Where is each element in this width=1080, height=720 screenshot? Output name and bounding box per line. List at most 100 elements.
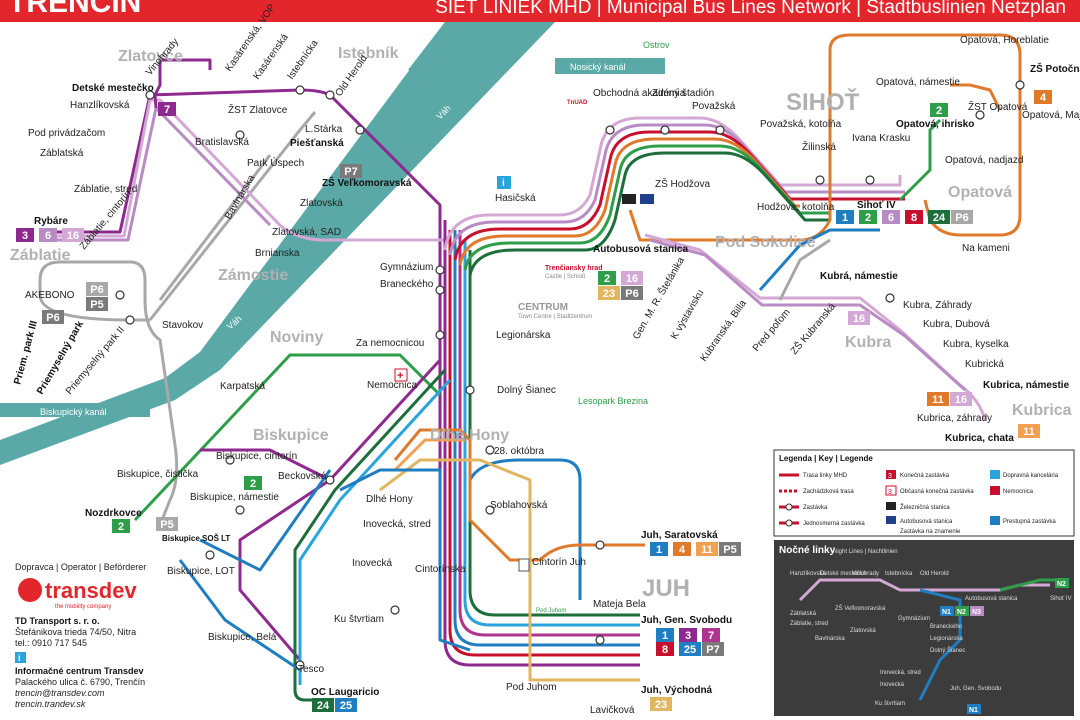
night-badge-n1-end: N1 [969, 707, 978, 714]
stop-brnianska: Brnianska [255, 248, 300, 259]
night-l-11: Braneckého [930, 624, 963, 630]
stop-kubranska-billa: Kubranská, Billa [698, 298, 749, 364]
legend-item-9: Zastávka na znamenie [900, 529, 961, 535]
line-badge-sos-0 [156, 517, 178, 531]
night-l-19: Sihoť IV [1050, 596, 1072, 602]
line-badge-label-saratovska-3: P5 [723, 544, 736, 556]
district-zlatovce: Zlatovce [118, 48, 183, 65]
line-badge-kubrica_chata-0 [1018, 424, 1040, 438]
line-badge-kubrica_nam-0 [927, 392, 949, 406]
line-badge-label-svobodu1-0: 1 [662, 630, 668, 642]
stop-zs-hodzova: ZŠ Hodžova [655, 177, 710, 190]
stop-juh-gen-svobodu: Juh, Gen. Svobodu [641, 615, 732, 626]
line-badge-label-vychodna-0: 23 [655, 699, 667, 711]
line-badge-label-priem-0: P6 [46, 312, 59, 324]
operator-company: TD Transport s. r. o. [15, 616, 100, 626]
transfer-icon [990, 516, 1000, 525]
night-title: Nočné linky [779, 545, 836, 556]
stop-kubrica-zahrady: Kubrica, záhrady [917, 413, 992, 424]
night-l-4: Old Herold [920, 571, 949, 577]
stop-biskupice-sos: Biskupice SOŠ LT [162, 534, 230, 543]
legend-item-12: Prestupná zastávka [1003, 519, 1056, 525]
stop-kubrica-chata: Kubrica, chata [945, 433, 1014, 444]
line-badge-label-kubrica_nam-0: 11 [932, 394, 944, 406]
transdev-logo-icon [18, 578, 42, 602]
line-badge-label-sihot_iv-0: 1 [842, 212, 848, 224]
line-badge-label-saratovska-2: 11 [701, 544, 713, 556]
line-badge-svobodu2-2 [702, 642, 724, 656]
label-tnuad: TnUAD [567, 100, 588, 106]
line-badge-zs_potocna-0 [1034, 90, 1052, 104]
line-badge-akebono-1 [86, 297, 108, 311]
line-badge-akebono-0 [86, 282, 108, 296]
lines-trunk [443, 220, 640, 667]
stop-kubra-kyselka: Kubra, kyselka [943, 339, 1009, 350]
stop-stavokov: Stavokov [162, 320, 203, 331]
stop-legionarska: Legionárska [496, 330, 551, 341]
line-badge-kubrica_nam-1 [950, 392, 972, 406]
line-badge-label-laugaricio-0: 24 [317, 700, 330, 712]
district-istebnik: Istebník [338, 45, 399, 62]
legend-item-1: Trasa linky MHD [803, 473, 848, 479]
stop-dolny-sianec: Dolný Šianec [497, 383, 556, 396]
district-biskupice: Biskupice [253, 427, 329, 444]
line-badge-label-rybare-0: 3 [22, 230, 28, 242]
stop-opatova-majak: Opatová, Maják [1022, 110, 1080, 121]
stop-opatova-nadjazd: Opatová, nadjazd [945, 155, 1023, 166]
info-icon [15, 652, 26, 663]
stop-biskupice-cisticka: Biskupice, čistička [117, 469, 199, 480]
line-badge-label-kubra-0: 16 [853, 313, 865, 325]
line-badge-sihot_iv-1 [859, 210, 877, 224]
lines-southwest [178, 358, 452, 702]
night-subtitle: Night Lines | Nachtlinien [833, 549, 898, 555]
line-badge-velko-0 [340, 164, 362, 178]
hospital-map-icon [394, 368, 408, 382]
legend-item-7: Železničná stanica [900, 503, 950, 511]
stop-pod-juhom: Pod Juhom [506, 682, 557, 693]
stop-biskupice-lot: Biskupice, LOT [167, 566, 235, 577]
cemetery-icon [518, 558, 530, 572]
line-badge-saratovska-1 [673, 542, 691, 556]
label-centrum: CENTRUM [518, 302, 568, 313]
district-sihot: SIHOŤ [786, 88, 860, 116]
stop-pod-privadzacom: Pod privádzačom [28, 128, 105, 139]
night-l-14: Inovecká, stred [880, 670, 921, 676]
stop-rybare: Rybáre [34, 216, 68, 227]
stop-zablatie-stred: Záblatie, stred [74, 184, 137, 195]
line-badge-label-zs_potocna-0: 4 [1040, 92, 1047, 104]
line-badge-label-sihot_iv-3: 8 [911, 212, 917, 224]
line-badge-sihot_iv-2 [882, 210, 900, 224]
stop-28-oktobra: 28. októbra [494, 446, 544, 457]
line-badge-label-biskupice_nam-0: 2 [250, 478, 256, 490]
night-badge-n2: N2 [957, 609, 966, 616]
stop-opatova-namestie: Opatová, námestie [876, 77, 960, 88]
line-badge-label-sos-0: P5 [160, 519, 173, 531]
district-dlhe-hony: Dlhé Hony [430, 427, 509, 444]
district-kubra: Kubra [845, 334, 891, 351]
line-2 [133, 118, 942, 522]
stop-k-vystavisku: K výstavisku [669, 288, 706, 342]
line-badge-sihot_iv-5 [951, 210, 973, 224]
line-badge-saratovska-3 [719, 542, 741, 556]
night-l-8: Zlatovská [850, 628, 876, 634]
network-title: SIEŤ LINIEK MHD | Municipal Bus Lines Ne… [435, 0, 1066, 18]
title-bar: TRENČÍN SIEŤ LINIEK MHD | Municipal Bus … [0, 0, 1080, 22]
district-zablatie: Záblatie [10, 247, 71, 264]
operator-heading: Dopravca | Operator | Beförderer [15, 562, 146, 572]
stop-inovecka-stred: Inovecká, stred [363, 519, 431, 530]
line-badge-sihot_iv-4 [928, 210, 950, 224]
stop-mateja-bela: Mateja Bela [593, 599, 646, 610]
line-badge-label-autobusova-0: 2 [604, 273, 610, 285]
stop-pred-polom: Pred poľom [751, 307, 793, 354]
night-badge-n2-end: N2 [1057, 581, 1066, 588]
stop-biskupice-namestie: Biskupice, námestie [190, 492, 279, 503]
label-biskupicky: Biskupický kanál [40, 407, 107, 417]
label-centrum-sub: Town Centre | Stadtzentrum [518, 314, 592, 320]
stop-oc-laugaricio: OC Laugaricio [311, 687, 379, 698]
line-badge-saratovska-0 [650, 542, 668, 556]
line-badge-label-rybare-2: 16 [67, 230, 79, 242]
line-badge-label-kubrica_chata-0: 11 [1023, 426, 1035, 438]
line-badge-svobodu1-2 [702, 628, 720, 642]
stop-kubra-zahrady: Kubra, Záhrady [903, 300, 972, 311]
